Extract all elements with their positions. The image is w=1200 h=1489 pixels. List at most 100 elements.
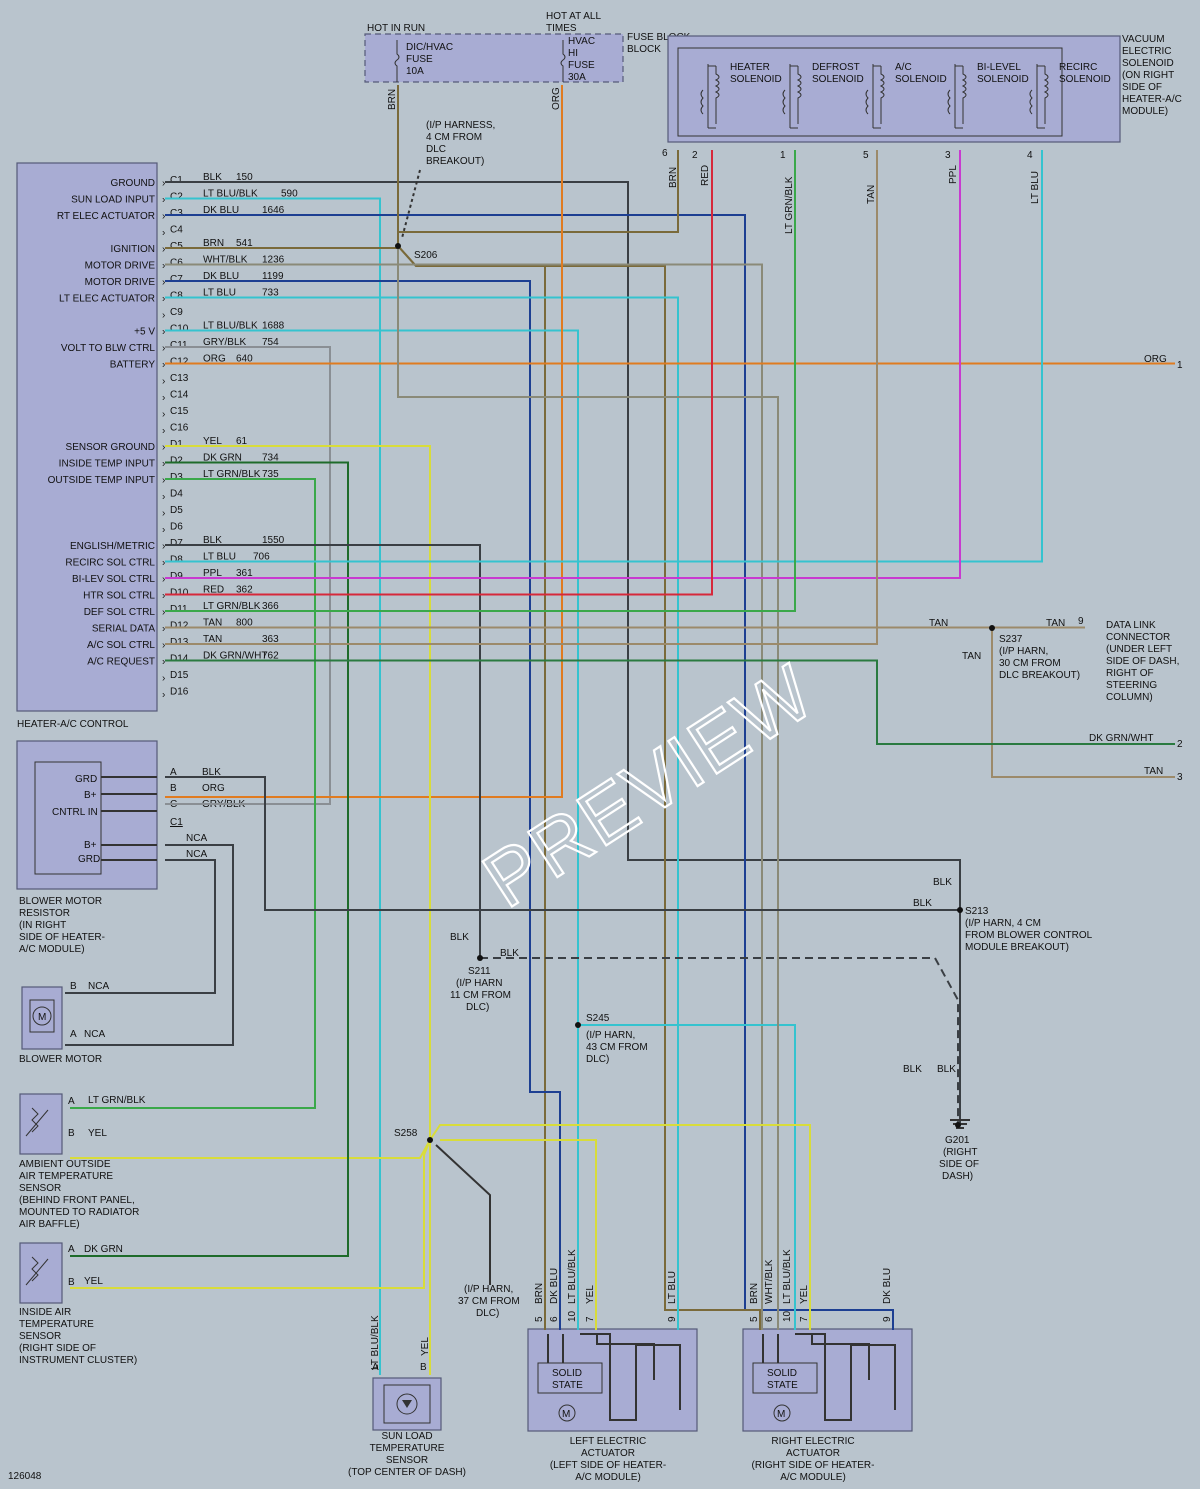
s258-note-2: 37 CM FROM [458, 1296, 520, 1307]
s237-note-1: (I/P HARN, [999, 646, 1048, 657]
control-arrow-c2: › [162, 195, 165, 206]
control-wire-c1: BLK [203, 172, 222, 183]
leader-s258 [435, 1144, 491, 1285]
control-wire-c3: DK BLU [203, 205, 239, 216]
control-arrow-c5: › [162, 244, 165, 255]
dlc-label-1: DATA LINK [1106, 620, 1156, 631]
control-pin-c14: C14 [170, 390, 189, 401]
control-func-d2: INSIDE TEMP INPUT [59, 459, 155, 470]
ambient-wire-b: YEL [88, 1128, 107, 1139]
dlc-pin: 9 [1078, 616, 1084, 627]
dlc-label-4: SIDE OF DASH, [1106, 656, 1179, 667]
inside-air-temp-sensor: INSIDE AIR TEMPERATURE SENSOR (RIGHT SID… [19, 1242, 137, 1366]
s245-note-3: DLC) [586, 1054, 609, 1065]
left-solid-1: SOLID [552, 1368, 582, 1379]
control-circuit-d3: 735 [262, 469, 279, 480]
control-func-d7: ENGLISH/METRIC [70, 541, 155, 552]
control-func-c2: SUN LOAD INPUT [71, 195, 155, 206]
control-circuit-d11: 366 [262, 601, 279, 612]
sun-label-4: (TOP CENTER OF DASH) [348, 1467, 466, 1478]
s213-note-2: FROM BLOWER CONTROL [965, 930, 1093, 941]
solenoid-core-icon-1 [782, 89, 786, 115]
control-func-c6: MOTOR DRIVE [85, 261, 156, 272]
control-wire-d2: DK GRN [203, 453, 242, 464]
control-arrow-d10: › [162, 591, 165, 602]
wire-fuse-org-blower [165, 85, 563, 798]
ambient-label-1: AMBIENT OUTSIDE [19, 1159, 111, 1170]
control-arrow-c11: › [162, 343, 165, 354]
control-func-c11: VOLT TO BLW CTRL [61, 343, 156, 354]
offpage-ref-2: 2 [1177, 739, 1183, 750]
offpage-ref-3: 3 [1177, 772, 1183, 783]
wire-d11-defrost [165, 150, 796, 612]
g201-note-2: SIDE OF [939, 1159, 979, 1170]
splice-dot-6 [955, 1122, 961, 1128]
control-arrow-c9: › [162, 310, 165, 321]
g201-note-3: DASH) [942, 1171, 973, 1182]
splice-labels: (I/P HARNESS, 4 CM FROM DLC BREAKOUT) S2… [8, 120, 1179, 1482]
label-blk-1: BLK [933, 877, 952, 888]
ambient-label-5: MOUNTED TO RADIATOR [19, 1207, 139, 1218]
wire-d2-inside-temp [70, 461, 349, 1257]
control-func-d12: SERIAL DATA [92, 624, 155, 635]
s206-note-2: 4 CM FROM [426, 132, 482, 143]
inside-pin-b: B [68, 1277, 75, 1288]
s245-name: S245 [586, 1013, 610, 1024]
control-wire-c11: GRY/BLK [203, 337, 246, 348]
blower-wire-b: NCA [88, 981, 109, 992]
vacuum-ground-pin: 6 [662, 148, 668, 159]
right-motor-m: M [777, 1409, 785, 1420]
left-act-label-3: (LEFT SIDE OF HEATER- [550, 1460, 666, 1471]
resistor-cntrl-label: CNTRL IN [52, 807, 98, 818]
solenoid-name-0-b: SOLENOID [730, 74, 782, 85]
control-arrow-c14: › [162, 393, 165, 404]
label-tan-vac: TAN [866, 185, 877, 204]
left-act-pin-10: 10 [567, 1310, 578, 1322]
control-pin-d14: D14 [170, 654, 189, 665]
control-pin-d15: D15 [170, 670, 189, 681]
splice-dots [395, 243, 995, 1143]
inside-wire-a: DK GRN [84, 1244, 123, 1255]
control-wire-c12: ORG [203, 354, 226, 365]
solenoid-coil-icon-4 [1036, 64, 1049, 129]
wire-c7-motor-drive [165, 280, 561, 1330]
label-ltblu-vac: LT BLU [1030, 171, 1041, 204]
wire-s237-offpage [991, 627, 1175, 778]
control-pin-d1: D1 [170, 439, 183, 450]
control-wire-c8: LT BLU [203, 288, 236, 299]
splice-dot-0 [395, 243, 401, 249]
blower-pin-b: B [70, 981, 77, 992]
wire-s211-dashed [480, 957, 959, 1125]
control-arrow-c8: › [162, 294, 165, 305]
solenoid-name-1-b: SOLENOID [812, 74, 864, 85]
control-arrow-d15: › [162, 673, 165, 684]
control-pin-c5: C5 [170, 241, 183, 252]
control-pin-d12: D12 [170, 621, 189, 632]
right-act-wire-6: WHT/BLK [764, 1259, 775, 1304]
solenoid-pin-2: 5 [863, 150, 869, 161]
fuse-block-title: FUSE BLOCK [627, 32, 691, 43]
control-circuit-c2: 590 [281, 189, 298, 200]
solenoid-coil-icon-0 [707, 64, 720, 129]
s245-note-2: 43 CM FROM [586, 1042, 648, 1053]
solenoid-name-3-a: BI-LEVEL [977, 62, 1021, 73]
s206-note-1: (I/P HARNESS, [426, 120, 495, 131]
control-wire-d12: TAN [203, 618, 222, 629]
blower-motor-label: BLOWER MOTOR [19, 1054, 102, 1065]
control-pin-c6: C6 [170, 258, 183, 269]
sun-wire-b: YEL [420, 1337, 431, 1356]
label-blk-2: BLK [913, 898, 932, 909]
wire-s258-left-act [440, 1139, 597, 1330]
inside-label-4: (RIGHT SIDE OF [19, 1343, 96, 1354]
wire-d7-english-metric [165, 544, 481, 958]
dlc-label-7: COLUMN) [1106, 692, 1153, 703]
wire-c2-sun-load [165, 197, 381, 1375]
control-pin-c12: C12 [170, 357, 189, 368]
control-arrow-d14: › [162, 657, 165, 668]
control-arrow-d5: › [162, 508, 165, 519]
control-func-c3: RT ELEC ACTUATOR [57, 211, 155, 222]
dlc-label-2: CONNECTOR [1106, 632, 1170, 643]
solenoid-group: HEATERSOLENOID2DEFROSTSOLENOID1A/CSOLENO… [662, 62, 1111, 161]
s258-note-1: (I/P HARN, [464, 1284, 513, 1295]
wire-c6-motor-drive [165, 263, 763, 1330]
